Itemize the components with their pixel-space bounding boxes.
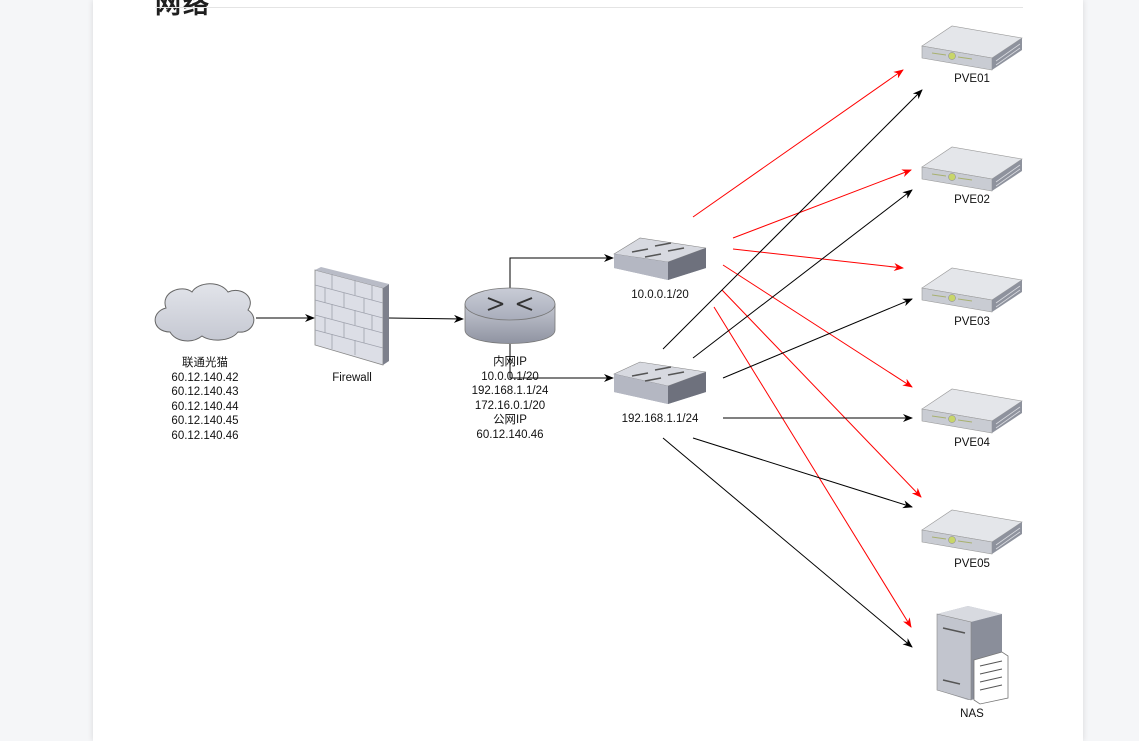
modem-ip: 60.12.140.43 xyxy=(171,386,239,398)
edge-switch-a-pve02 xyxy=(732,169,912,239)
server-icon[interactable] xyxy=(921,509,1023,555)
edge-switch-a-pve04 xyxy=(722,264,913,388)
edge-switch-a-nas xyxy=(713,306,912,628)
server-icon[interactable] xyxy=(921,388,1023,434)
modem-ip: 60.12.140.44 xyxy=(171,400,239,413)
switch-a-links xyxy=(692,69,922,628)
cloud-icon[interactable] xyxy=(154,283,255,342)
router-label: 内网IP 10.0.0.1/20 192.168.1.1/24 172.16.0… xyxy=(450,355,570,442)
router-line: 172.16.0.1/20 xyxy=(474,399,546,412)
router-line: 192.168.1.1/24 xyxy=(471,385,549,397)
edge-switch-a-pve05 xyxy=(721,289,922,498)
edge-router-switch-b xyxy=(509,344,614,382)
server-label-pve04: PVE04 xyxy=(954,437,990,449)
edge-switch-b-pve03 xyxy=(722,298,913,379)
edge-firewall-router xyxy=(388,314,464,323)
server-label-pve01: PVE01 xyxy=(954,73,990,85)
heading-divider xyxy=(155,7,1023,8)
document-page: 网络 xyxy=(93,0,1083,741)
server-icon[interactable] xyxy=(921,267,1023,313)
router-icon[interactable] xyxy=(464,287,556,344)
edge-switch-a-pve01 xyxy=(692,69,904,218)
edge-switch-a-pve03 xyxy=(732,248,904,271)
edge-switch-b-pve05 xyxy=(692,437,913,509)
switch-a-label: 10.0.0.1/20 xyxy=(631,289,689,301)
server-label-pve02: PVE02 xyxy=(954,194,990,206)
router-line: 公网IP xyxy=(493,414,527,426)
router-line: 10.0.0.1/20 xyxy=(481,370,539,383)
router-line: 内网IP xyxy=(493,356,527,368)
modem-ip: 60.12.140.42 xyxy=(171,371,239,384)
server-label-pve05: PVE05 xyxy=(954,558,990,570)
switch-b-links xyxy=(662,89,923,648)
switch-b-label: 192.168.1.1/24 xyxy=(621,413,699,425)
modem-label: 联通光猫 60.12.140.42 60.12.140.43 60.12.140… xyxy=(150,356,260,443)
section-heading: 网络 xyxy=(155,0,212,20)
edge-switch-b-pve02 xyxy=(692,189,913,359)
server-label-pve03: PVE03 xyxy=(954,316,990,328)
edge-router-switch-a xyxy=(509,254,614,296)
router-line: 60.12.140.46 xyxy=(476,428,544,441)
switch-icon[interactable] xyxy=(613,237,707,280)
switch-icon[interactable] xyxy=(613,361,707,404)
server-icon[interactable] xyxy=(921,25,1023,71)
edge-switch-b-pve01 xyxy=(662,89,923,350)
server-icon[interactable] xyxy=(921,146,1023,192)
nas-icon[interactable] xyxy=(936,606,1009,705)
edge-switch-b-nas xyxy=(662,437,913,648)
firewall-icon[interactable] xyxy=(314,267,389,366)
modem-title: 联通光猫 xyxy=(182,357,228,369)
modem-ip: 60.12.140.45 xyxy=(171,415,239,427)
modem-ip: 60.12.140.46 xyxy=(171,429,239,442)
server-label-nas: NAS xyxy=(960,708,984,720)
firewall-label: Firewall xyxy=(332,372,372,384)
